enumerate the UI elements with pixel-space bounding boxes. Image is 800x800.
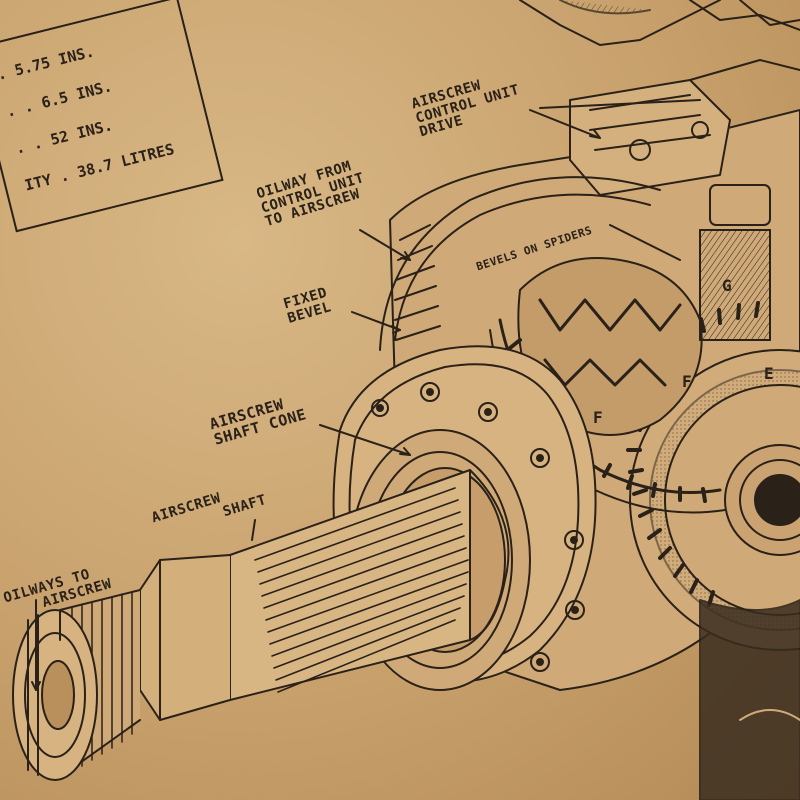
gear-letter-f-right: F: [682, 372, 693, 391]
gear-letter-e: E: [764, 364, 775, 383]
gear-letter-g: G: [722, 276, 733, 295]
gear-letter-f-left: F: [593, 408, 604, 427]
